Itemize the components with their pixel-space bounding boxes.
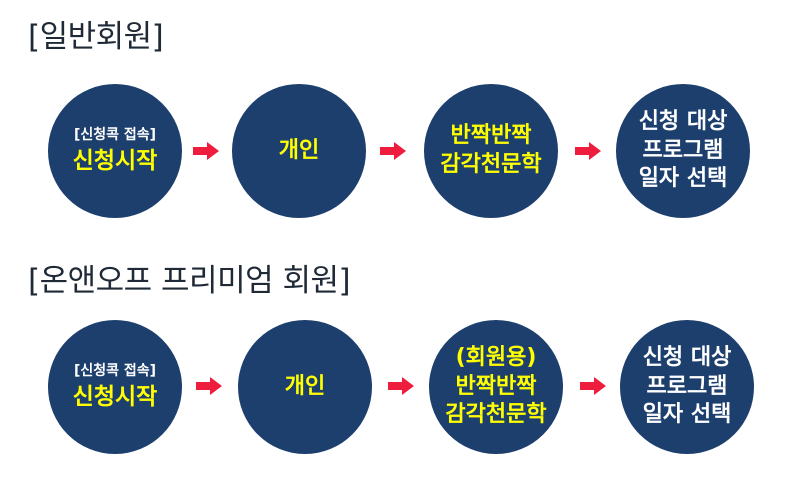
arrow-right-icon <box>196 377 222 395</box>
step-individual: 개인 <box>232 84 366 218</box>
arrow-right-icon <box>193 142 219 160</box>
arrow-right-icon <box>388 377 414 395</box>
step-select-date: 신청 대상 프로그램 일자 선택 <box>620 320 754 454</box>
step-label: 감각천문학 <box>440 152 542 177</box>
step-label-small: [신청콕 접속] <box>73 126 157 143</box>
step-start-application: [신청콕 접속] 신청시작 <box>48 84 182 218</box>
step-label: 프로그램 <box>642 137 724 163</box>
step-label: 일자 선택 <box>642 402 732 428</box>
step-label: 신청 대상 <box>638 109 728 135</box>
step-program-member: (회원용) 반짝반짝 감각천문학 <box>429 320 563 454</box>
step-label: 프로그램 <box>646 373 728 399</box>
step-label-big: 신청시작 <box>72 147 158 174</box>
step-program: 반짝반짝 감각천문학 <box>424 84 558 218</box>
step-individual: 개인 <box>238 320 372 454</box>
step-label: (회원용) <box>455 345 537 371</box>
step-label: 개인 <box>284 373 326 399</box>
step-label-big: 신청시작 <box>72 383 158 410</box>
step-label: 개인 <box>278 137 320 163</box>
section-title-premium-member: [온앤오프 프리미엄 회원] <box>28 263 351 299</box>
step-start-application: [신청콕 접속] 신청시작 <box>48 320 182 454</box>
arrow-right-icon <box>575 142 601 160</box>
section-title-general-member: [일반회원] <box>28 19 164 55</box>
step-label-small: [신청콕 접속] <box>73 362 157 379</box>
step-label: 감각천문학 <box>445 402 547 428</box>
step-select-date: 신청 대상 프로그램 일자 선택 <box>616 84 750 218</box>
step-label: 반짝반짝 <box>450 123 532 149</box>
step-label: 신청 대상 <box>642 345 732 371</box>
step-label: 반짝반짝 <box>455 373 537 399</box>
step-label: 일자 선택 <box>638 166 728 192</box>
arrow-right-icon <box>380 142 406 160</box>
arrow-right-icon <box>580 377 606 395</box>
